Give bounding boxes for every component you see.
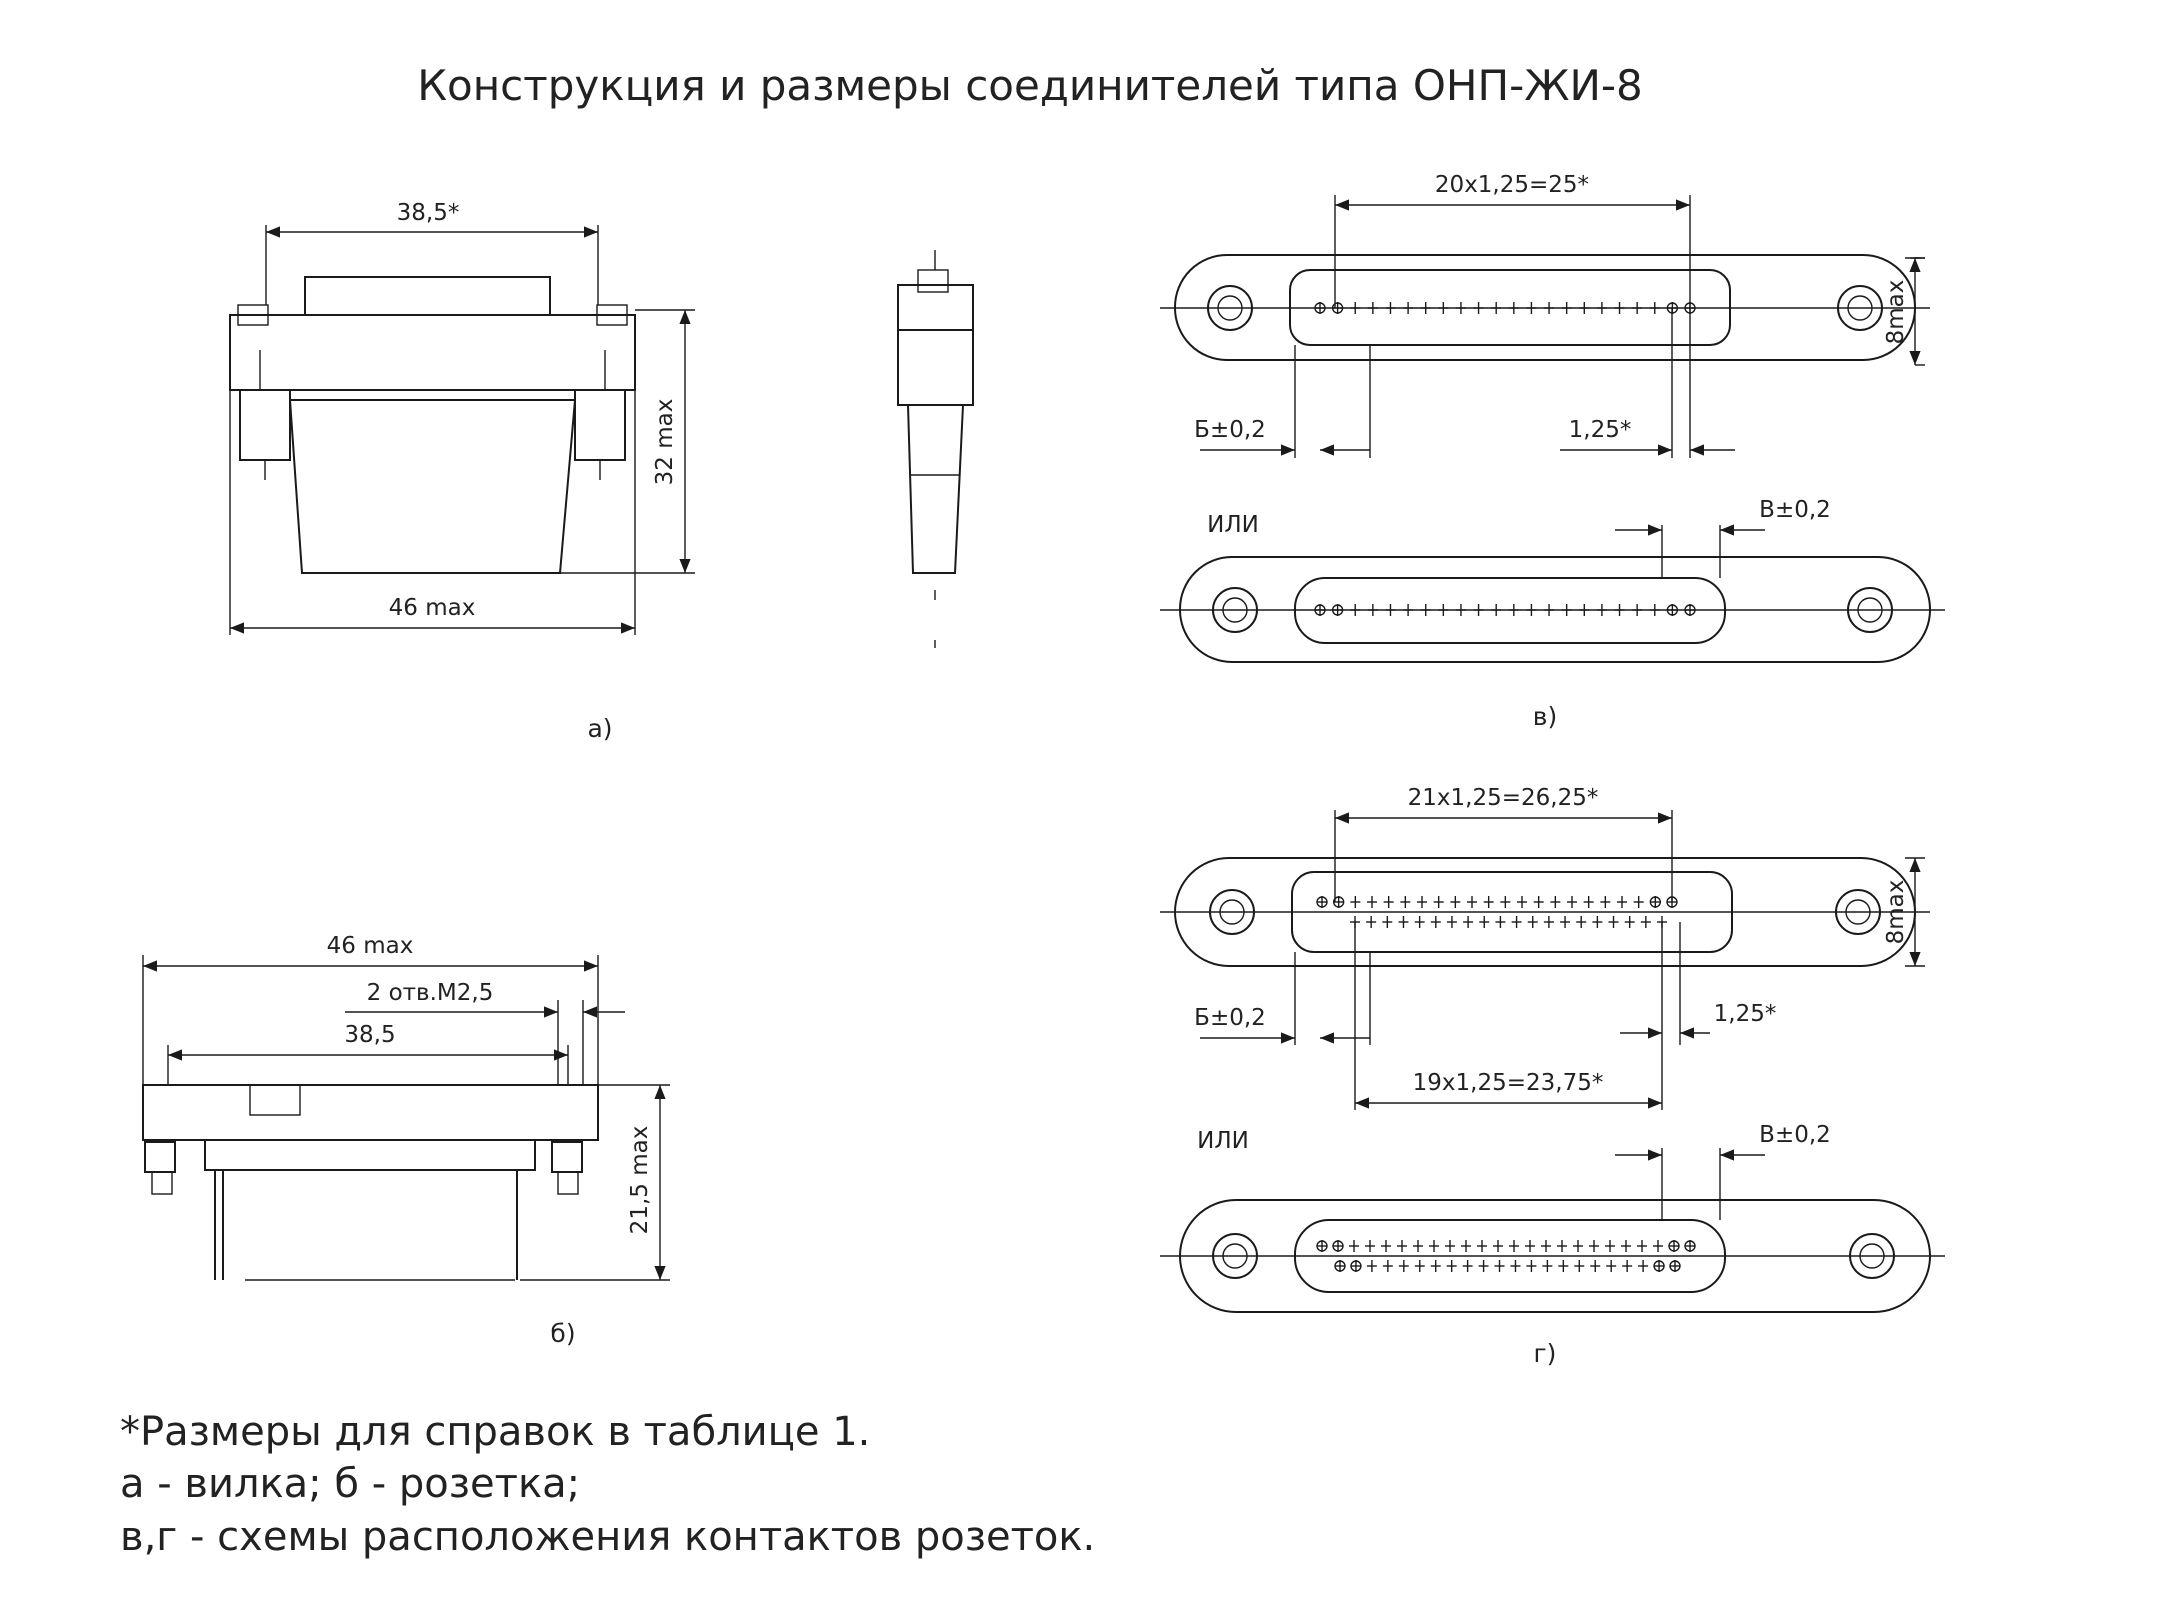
socket-body xyxy=(204,1139,536,1171)
plug-dim-height: 32 max xyxy=(652,399,678,486)
figure-b-caption: б) xyxy=(550,1319,575,1348)
page-title: Конструкция и размеры соединителей типа … xyxy=(417,61,1643,110)
socket-dim-pitch: 38,5 xyxy=(344,1022,395,1048)
figure-g-layout: 21x1,25=26,25* 8max Б±0,2 1,25* 19x1,25=… xyxy=(1160,785,1945,1368)
g-dim-row-bottom: 19x1,25=23,75* xyxy=(1413,1070,1604,1096)
socket-right-nut xyxy=(551,1141,583,1173)
g-dim-row-top: 21x1,25=26,25* xyxy=(1408,785,1599,811)
socket-dim-holes: 2 отв.М2,5 xyxy=(367,980,494,1006)
g-dim-v: В±0,2 xyxy=(1759,1122,1831,1148)
v-or-label: ИЛИ xyxy=(1207,512,1259,538)
v-dim-v: В±0,2 xyxy=(1759,497,1831,523)
figure-a-plug: 38,5* 32 max 46 max а) xyxy=(229,200,974,743)
g-or-label: ИЛИ xyxy=(1197,1128,1249,1154)
plug-body xyxy=(288,399,577,574)
socket-dim-width: 46 max xyxy=(327,933,414,959)
v-face2-contacts xyxy=(1314,604,1696,616)
plug-flange xyxy=(229,314,636,391)
v-dim-pitch: 1,25* xyxy=(1569,417,1632,443)
socket-key xyxy=(249,1084,301,1116)
figure-a-caption: а) xyxy=(587,714,612,743)
plug-dim-top: 38,5* xyxy=(397,200,460,226)
figure-v-layout: 20x1,25=25* 8max Б±0,2 1,25* ИЛИ В±0,2 в… xyxy=(1160,172,1945,731)
figure-b-socket: 46 max 2 отв.М2,5 38,5 21,5 max б) xyxy=(142,933,670,1348)
v-dim-height: 8max xyxy=(1883,280,1909,345)
socket-left-nut xyxy=(144,1141,176,1173)
g-dim-pitch: 1,25* xyxy=(1714,1001,1777,1027)
note-line-1: *Размеры для справок в таблице 1. xyxy=(120,1409,870,1455)
plug-right-ear xyxy=(574,389,626,461)
note-line-2: а - вилка; б - розетка; xyxy=(120,1461,580,1507)
figure-g-caption: г) xyxy=(1534,1339,1557,1368)
g-dim-height: 8max xyxy=(1883,880,1909,945)
v-dim-row: 20x1,25=25* xyxy=(1435,172,1589,198)
g-dim-b: Б±0,2 xyxy=(1194,1005,1266,1031)
v-dim-b: Б±0,2 xyxy=(1194,417,1266,443)
plug-dim-width: 46 max xyxy=(389,595,476,621)
plug-side-body xyxy=(906,404,965,574)
plug-left-ear xyxy=(239,389,291,461)
g-face2-contacts xyxy=(1316,1240,1696,1272)
plug-left-screw-top xyxy=(237,304,269,326)
figure-v-caption: в) xyxy=(1533,702,1558,731)
note-line-3: в,г - схемы расположения контактов розет… xyxy=(120,1514,1095,1560)
plug-side-flange xyxy=(897,329,974,406)
plug-right-screw-top xyxy=(596,304,628,326)
socket-dim-height: 21,5 max xyxy=(627,1126,653,1235)
socket-flange xyxy=(142,1084,599,1141)
plug-top-boss xyxy=(304,276,551,316)
